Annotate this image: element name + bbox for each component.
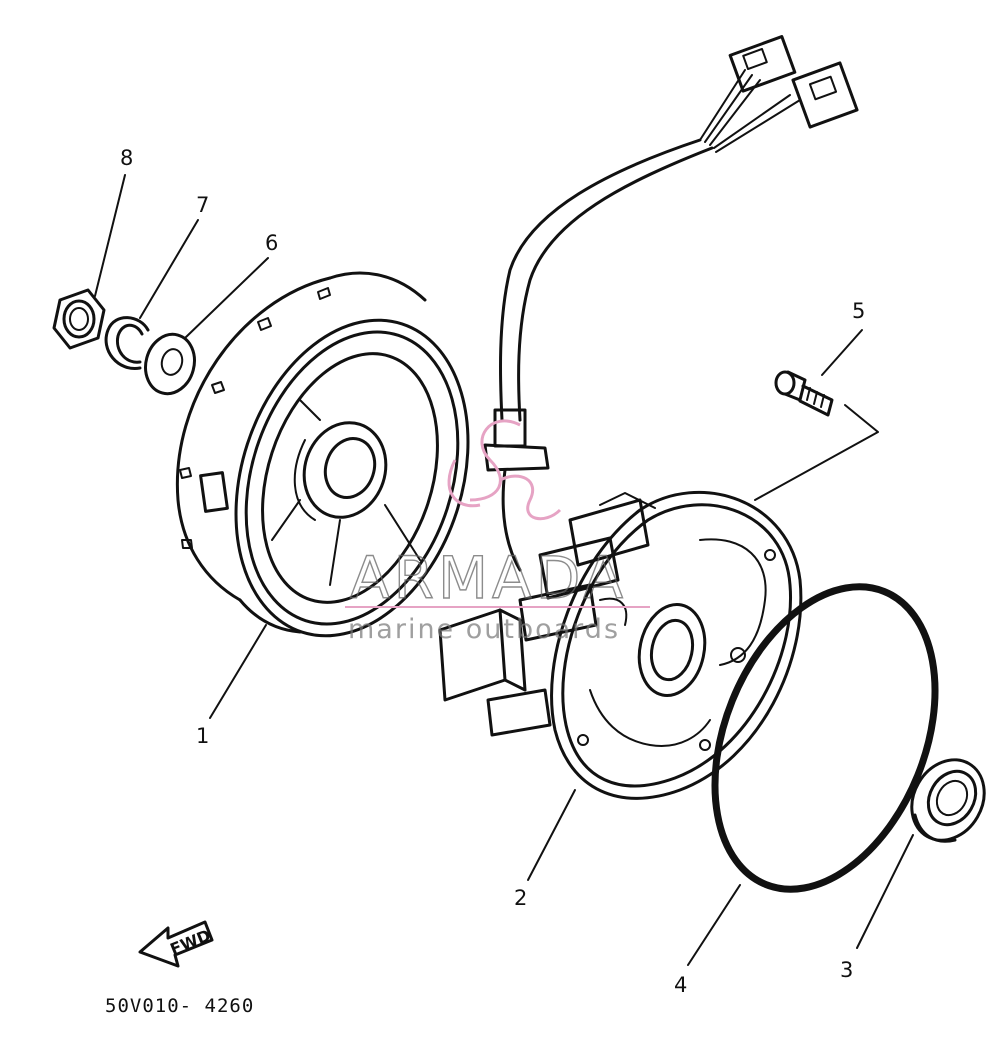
watermark-subtitle: marine outboards [348,614,620,645]
callout-2: 2 [514,886,527,910]
wire-connector [728,35,859,129]
flywheel-rotor-part-1[interactable] [175,271,506,666]
lock-washer-part-7[interactable] [104,316,150,370]
callout-7: 7 [196,193,209,217]
callout-3: 3 [840,958,853,982]
forward-arrow-icon: FWD [138,920,214,968]
watermark-brand: ARMADA [350,544,627,612]
drawing-code: 50V010- 4260 [105,995,254,1017]
stator-assembly-part-2[interactable] [438,35,859,800]
callout-6: 6 [265,231,278,255]
fwd-label: FWD [167,926,213,959]
watermark-logo-icon [447,419,562,521]
callout-8: 8 [120,146,133,170]
callout-5: 5 [852,299,865,323]
leader-lines [94,174,914,966]
oil-seal-part-3[interactable] [898,747,999,854]
o-ring-part-4[interactable] [673,554,977,922]
hex-nut-part-8[interactable] [52,288,106,350]
callout-1: 1 [196,724,209,748]
callout-4: 4 [674,973,687,997]
flat-washer-part-6[interactable] [139,329,201,399]
armada-watermark: ARMADA marine outboards [345,419,650,645]
screw-part-5[interactable] [774,370,834,417]
